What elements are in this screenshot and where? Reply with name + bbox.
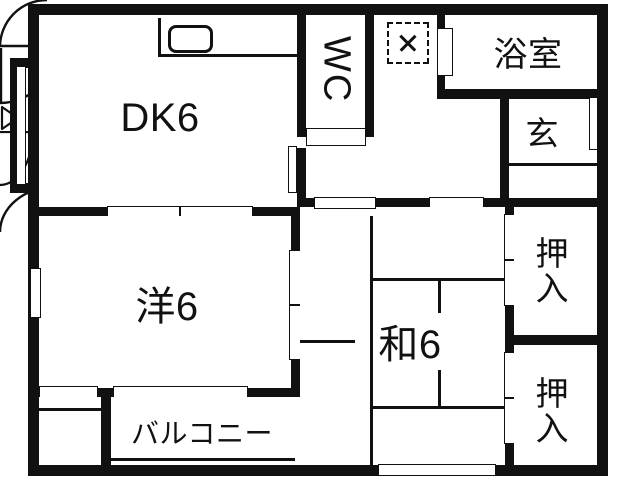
hallway: [306, 146, 500, 207]
room-balcony: [110, 397, 295, 465]
tatami-line-4: [438, 278, 441, 313]
room-wc: [306, 15, 365, 137]
exterior-wall-left-upper: [28, 4, 39, 64]
room-label-balcony: バルコニー: [131, 418, 273, 449]
window-western-left: [30, 268, 41, 318]
balcony-rail-line: [111, 458, 295, 461]
exterior-wall-bottom: [28, 465, 608, 476]
room-western: [39, 216, 291, 388]
closet-lower: [514, 345, 597, 465]
closet-lower-label: 押入: [531, 376, 568, 446]
bath-door-panel[interactable]: [437, 28, 453, 76]
tatami-line-5: [438, 370, 441, 408]
interior-wall-dk-right-lower: [297, 148, 306, 207]
interior-wall-dk-right: [297, 15, 306, 137]
closet-upper-label: 押入: [531, 236, 568, 306]
bay-window-bottom-wall: [10, 183, 39, 193]
interior-wall-entrance-bottom: [500, 198, 597, 207]
room-label-entrance: 玄: [521, 115, 558, 151]
interior-wall-entrance-left: [500, 89, 509, 207]
room-japanese: [300, 207, 505, 465]
room-label-western: 洋6: [135, 285, 199, 329]
interior-wall-hall-bottom: [306, 198, 500, 207]
bay-window-left-wall: [10, 58, 16, 193]
interior-wall-closet-divider: [505, 335, 597, 345]
kitchen-counter-left-edge: [158, 18, 161, 57]
kitchen-sink: [168, 25, 213, 53]
exterior-wall-top: [28, 4, 608, 15]
balcony-wall-left: [101, 397, 111, 476]
room-label-bath: 浴室: [493, 35, 563, 74]
interior-wall-wc-right: [365, 15, 374, 137]
bay-window-glass: [16, 66, 26, 185]
door-dk-hall-panel[interactable]: [288, 146, 297, 193]
exterior-wall-left-lower: [28, 188, 39, 476]
room-bath: [445, 15, 597, 89]
window-japanese-top: [314, 197, 376, 209]
window-japanese-bottom: [378, 464, 496, 476]
wc-fixture-outline: [306, 128, 366, 146]
entrance-door-panel[interactable]: [589, 97, 598, 150]
outdoor-storage-top-line: [39, 408, 101, 411]
room-label-japanese: 和6: [378, 323, 442, 367]
bay-window-top-wall: [10, 58, 39, 68]
exterior-wall-right: [597, 4, 608, 476]
room-entrance: [508, 99, 597, 207]
kitchen-counter-edge: [158, 54, 305, 57]
closet-upper: [514, 207, 597, 335]
interior-wall-bath-bottom: [437, 89, 597, 99]
entrance-step-line: [509, 163, 597, 166]
washing-machine-space: [387, 22, 429, 64]
room-label-dk6: DK6: [120, 95, 200, 140]
exterior-wall-left-mid: [28, 64, 39, 194]
tatami-line-1: [370, 216, 373, 468]
tatami-line-6: [300, 340, 355, 343]
room-label-wc: WC: [315, 36, 358, 104]
